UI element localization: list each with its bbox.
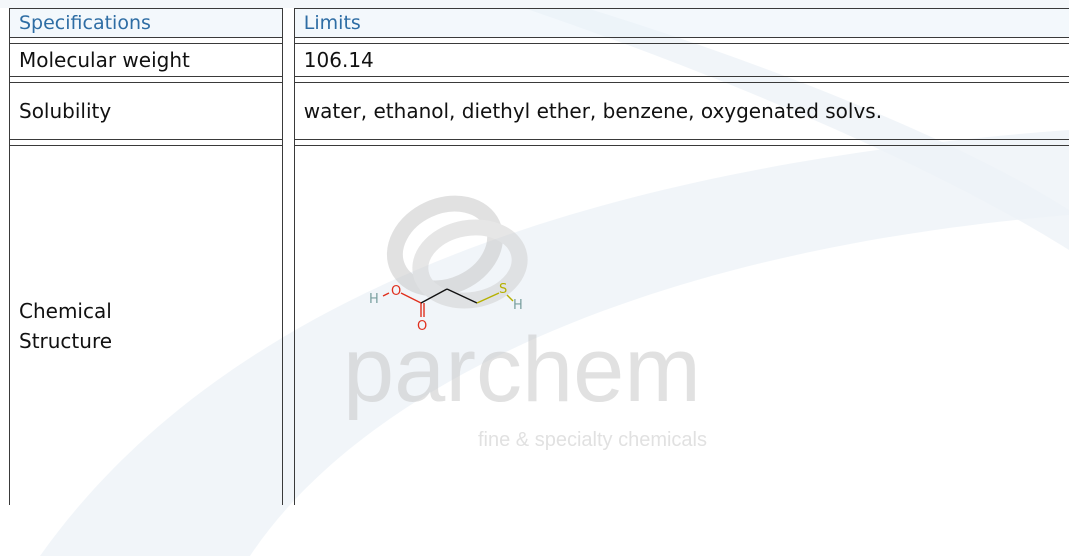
table-row: Solubility water, ethanol, diethyl ether… [9,82,1069,140]
row-label-solubility: Solubility [9,82,282,140]
parchem-watermark-logo: parchem fine & specialty chemicals [343,195,707,451]
atom-h-left: H [369,292,379,307]
table-header-row: Specifications Limits [9,8,1069,38]
row-label-molecular-weight: Molecular weight [9,43,282,77]
molecule-structure-icon: H O O S H [369,282,523,334]
structure-cell: parchem fine & specialty chemicals [295,146,1069,505]
header-specifications: Specifications [9,8,282,38]
atom-h-right: H [513,298,523,313]
row-label-chemical-structure: Chemical Structure [9,145,282,505]
row-value-chemical-structure: parchem fine & specialty chemicals [293,145,1069,505]
watermark-brand: parchem [343,319,701,421]
specifications-table: Specifications Limits Molecular weight 1… [9,8,1069,505]
row-value-molecular-weight: 106.14 [293,43,1069,77]
header-limits: Limits [293,8,1069,38]
atom-o-carbonyl: O [417,319,427,334]
table-row: Chemical Structure parchem fine & specia… [9,145,1069,505]
atom-s: S [499,282,507,297]
table-row: Molecular weight 106.14 [9,43,1069,77]
row-value-solubility: water, ethanol, diethyl ether, benzene, … [293,82,1069,140]
atom-o-hydroxyl: O [391,284,401,299]
watermark-tagline: fine & specialty chemicals [478,429,707,451]
